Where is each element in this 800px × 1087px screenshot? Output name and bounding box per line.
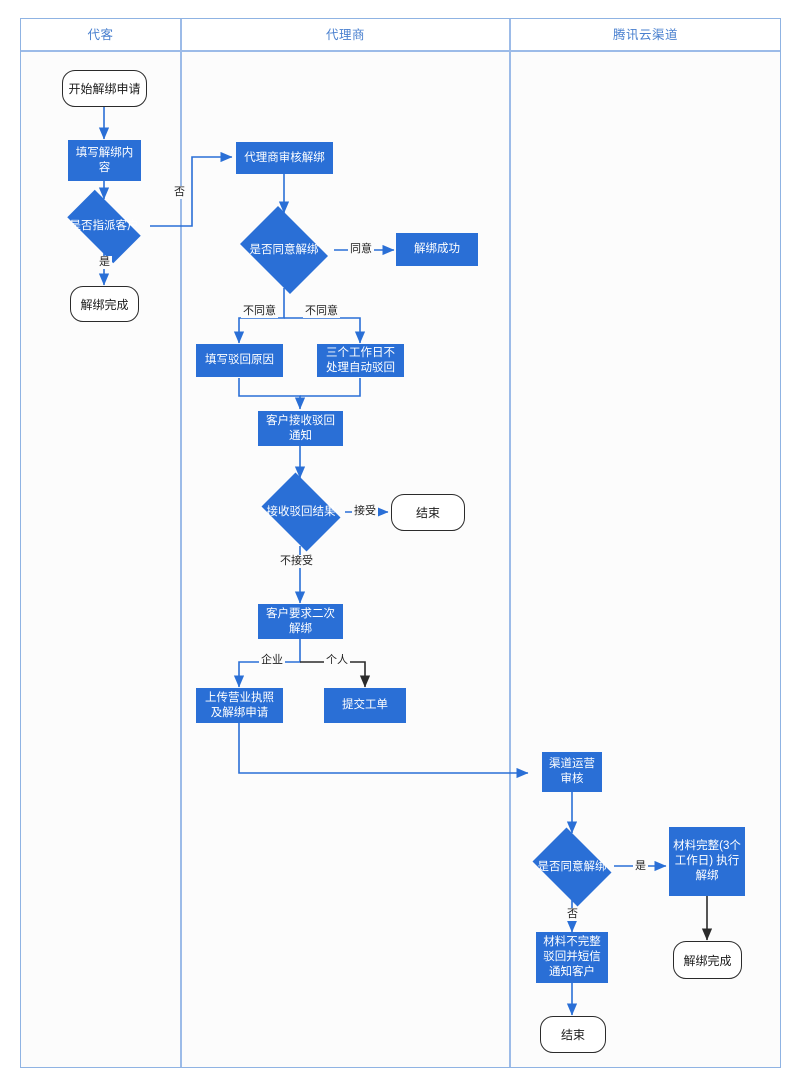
node-material-incomplete[interactable]: 材料不完整驳回并短信通知客户	[536, 932, 608, 983]
node-label: 材料不完整驳回并短信通知客户	[543, 936, 601, 978]
node-label: 解绑成功	[414, 243, 460, 255]
node-channel-ops-review[interactable]: 渠道运营审核	[542, 752, 602, 792]
lane-header-customer: 代客	[87, 28, 114, 42]
edge-label-disagree-right: 不同意	[303, 305, 340, 318]
edge-label-not-accept: 不接受	[278, 555, 315, 568]
lane-divider-1	[180, 19, 182, 1067]
node-agree-unbind-decision[interactable]: 是否同意解绑	[234, 206, 334, 294]
node-upload-license[interactable]: 上传营业执照及解绑申请	[196, 688, 283, 723]
edge-assign-no-to-agent-review	[150, 151, 233, 227]
node-material-complete-exec[interactable]: 材料完整(3个工作日) 执行解绑	[669, 827, 745, 896]
node-unbind-complete-tencent[interactable]: 解绑完成	[673, 941, 742, 979]
edge-upload-to-channel-review	[238, 723, 529, 779]
node-label: 材料完整(3个工作日) 执行解绑	[673, 840, 741, 882]
node-end-agent[interactable]: 结束	[391, 494, 465, 531]
node-label: 代理商审核解绑	[244, 151, 325, 164]
swimlane-frame: 代客 代理商 腾讯云渠道	[20, 18, 781, 1068]
node-customer-receive-reject[interactable]: 客户接收驳回通知	[258, 411, 343, 446]
node-fill-reject-reason[interactable]: 填写驳回原因	[196, 344, 283, 377]
node-label: 接收驳回结果	[266, 505, 336, 518]
edge-auto-reject-to-notice	[300, 378, 361, 397]
edge-fill-reason-to-notice	[238, 378, 306, 410]
node-label: 是否同意解绑	[249, 243, 319, 256]
edge-disagree-to-auto-reject	[284, 317, 366, 344]
node-label: 结束	[560, 1028, 585, 1042]
node-end-tencent[interactable]: 结束	[540, 1016, 606, 1053]
node-label: 是否指派客户	[69, 220, 139, 232]
node-label: 三个工作日不处理自动驳回	[326, 346, 395, 374]
edge-label-agree: 同意	[348, 243, 374, 256]
edge-label-no-assign: 否	[172, 186, 187, 199]
node-customer-request-second[interactable]: 客户要求二次解绑	[258, 604, 343, 639]
node-receive-reject-result[interactable]: 接收驳回结果	[256, 472, 346, 552]
swimlane-header-row: 代客 代理商 腾讯云渠道	[21, 19, 780, 52]
node-label: 解绑完成	[683, 953, 732, 968]
node-label: 开始解绑申请	[68, 82, 141, 96]
edge-label-enterprise: 企业	[259, 654, 285, 667]
node-label: 客户接收驳回通知	[266, 414, 335, 442]
node-label: 客户要求二次解绑	[266, 607, 335, 635]
node-label: 结束	[415, 506, 440, 520]
node-label: 填写驳回原因	[205, 354, 274, 366]
edge-label-disagree-left: 不同意	[241, 305, 278, 318]
node-agree-unbind-decision-2[interactable]: 是否同意解绑	[527, 827, 617, 907]
node-unbind-complete-customer[interactable]: 解绑完成	[70, 286, 139, 322]
node-label: 上传营业执照及解绑申请	[205, 691, 274, 719]
edge-label-no-material: 否	[565, 908, 580, 921]
node-label: 提交工单	[342, 699, 388, 711]
lane-header-tencent: 腾讯云渠道	[612, 28, 678, 42]
edge-label-personal: 个人	[324, 654, 350, 667]
node-agent-review-unbind[interactable]: 代理商审核解绑	[236, 142, 333, 174]
node-fill-unbind-content[interactable]: 填写解绑内容	[68, 140, 141, 181]
edge-personal-to-ticket	[300, 661, 371, 688]
lane-divider-2	[509, 19, 511, 1067]
edge-disagree-to-fill-reason	[233, 288, 285, 344]
edge-label-yes-material: 是	[633, 860, 648, 873]
node-unbind-success[interactable]: 解绑成功	[396, 233, 478, 266]
node-label: 解绑完成	[80, 297, 129, 312]
node-label: 是否同意解绑	[537, 860, 607, 873]
edge-label-yes-assign: 是	[97, 256, 112, 269]
node-start-unbind-request[interactable]: 开始解绑申请	[62, 70, 147, 107]
node-auto-reject-three-days[interactable]: 三个工作日不处理自动驳回	[317, 344, 404, 377]
node-assign-customer-decision[interactable]: 是否指派客户	[58, 189, 150, 264]
edge-label-accept: 接受	[352, 505, 378, 518]
lane-header-agent: 代理商	[325, 28, 365, 42]
node-label: 填写解绑内容	[75, 146, 134, 174]
node-submit-ticket[interactable]: 提交工单	[324, 688, 406, 723]
node-label: 渠道运营审核	[549, 758, 595, 785]
